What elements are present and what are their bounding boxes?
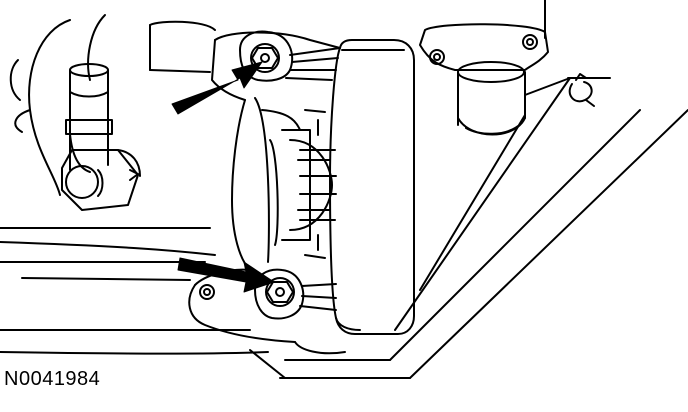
callout-arrow-icon	[171, 61, 263, 115]
caliper-boss	[419, 23, 549, 136]
steering-knuckle-outline	[0, 0, 688, 379]
callout-arrow-icon	[177, 257, 275, 293]
figure-id-label: N0041984	[4, 368, 101, 390]
brake-hose-fitting	[9, 14, 141, 211]
upper-caliper-bolt	[239, 30, 341, 82]
lower-caliper-bolt	[199, 268, 337, 320]
brake-rotor	[329, 39, 415, 335]
spring-clip	[568, 73, 595, 107]
caliper-body	[188, 31, 346, 355]
